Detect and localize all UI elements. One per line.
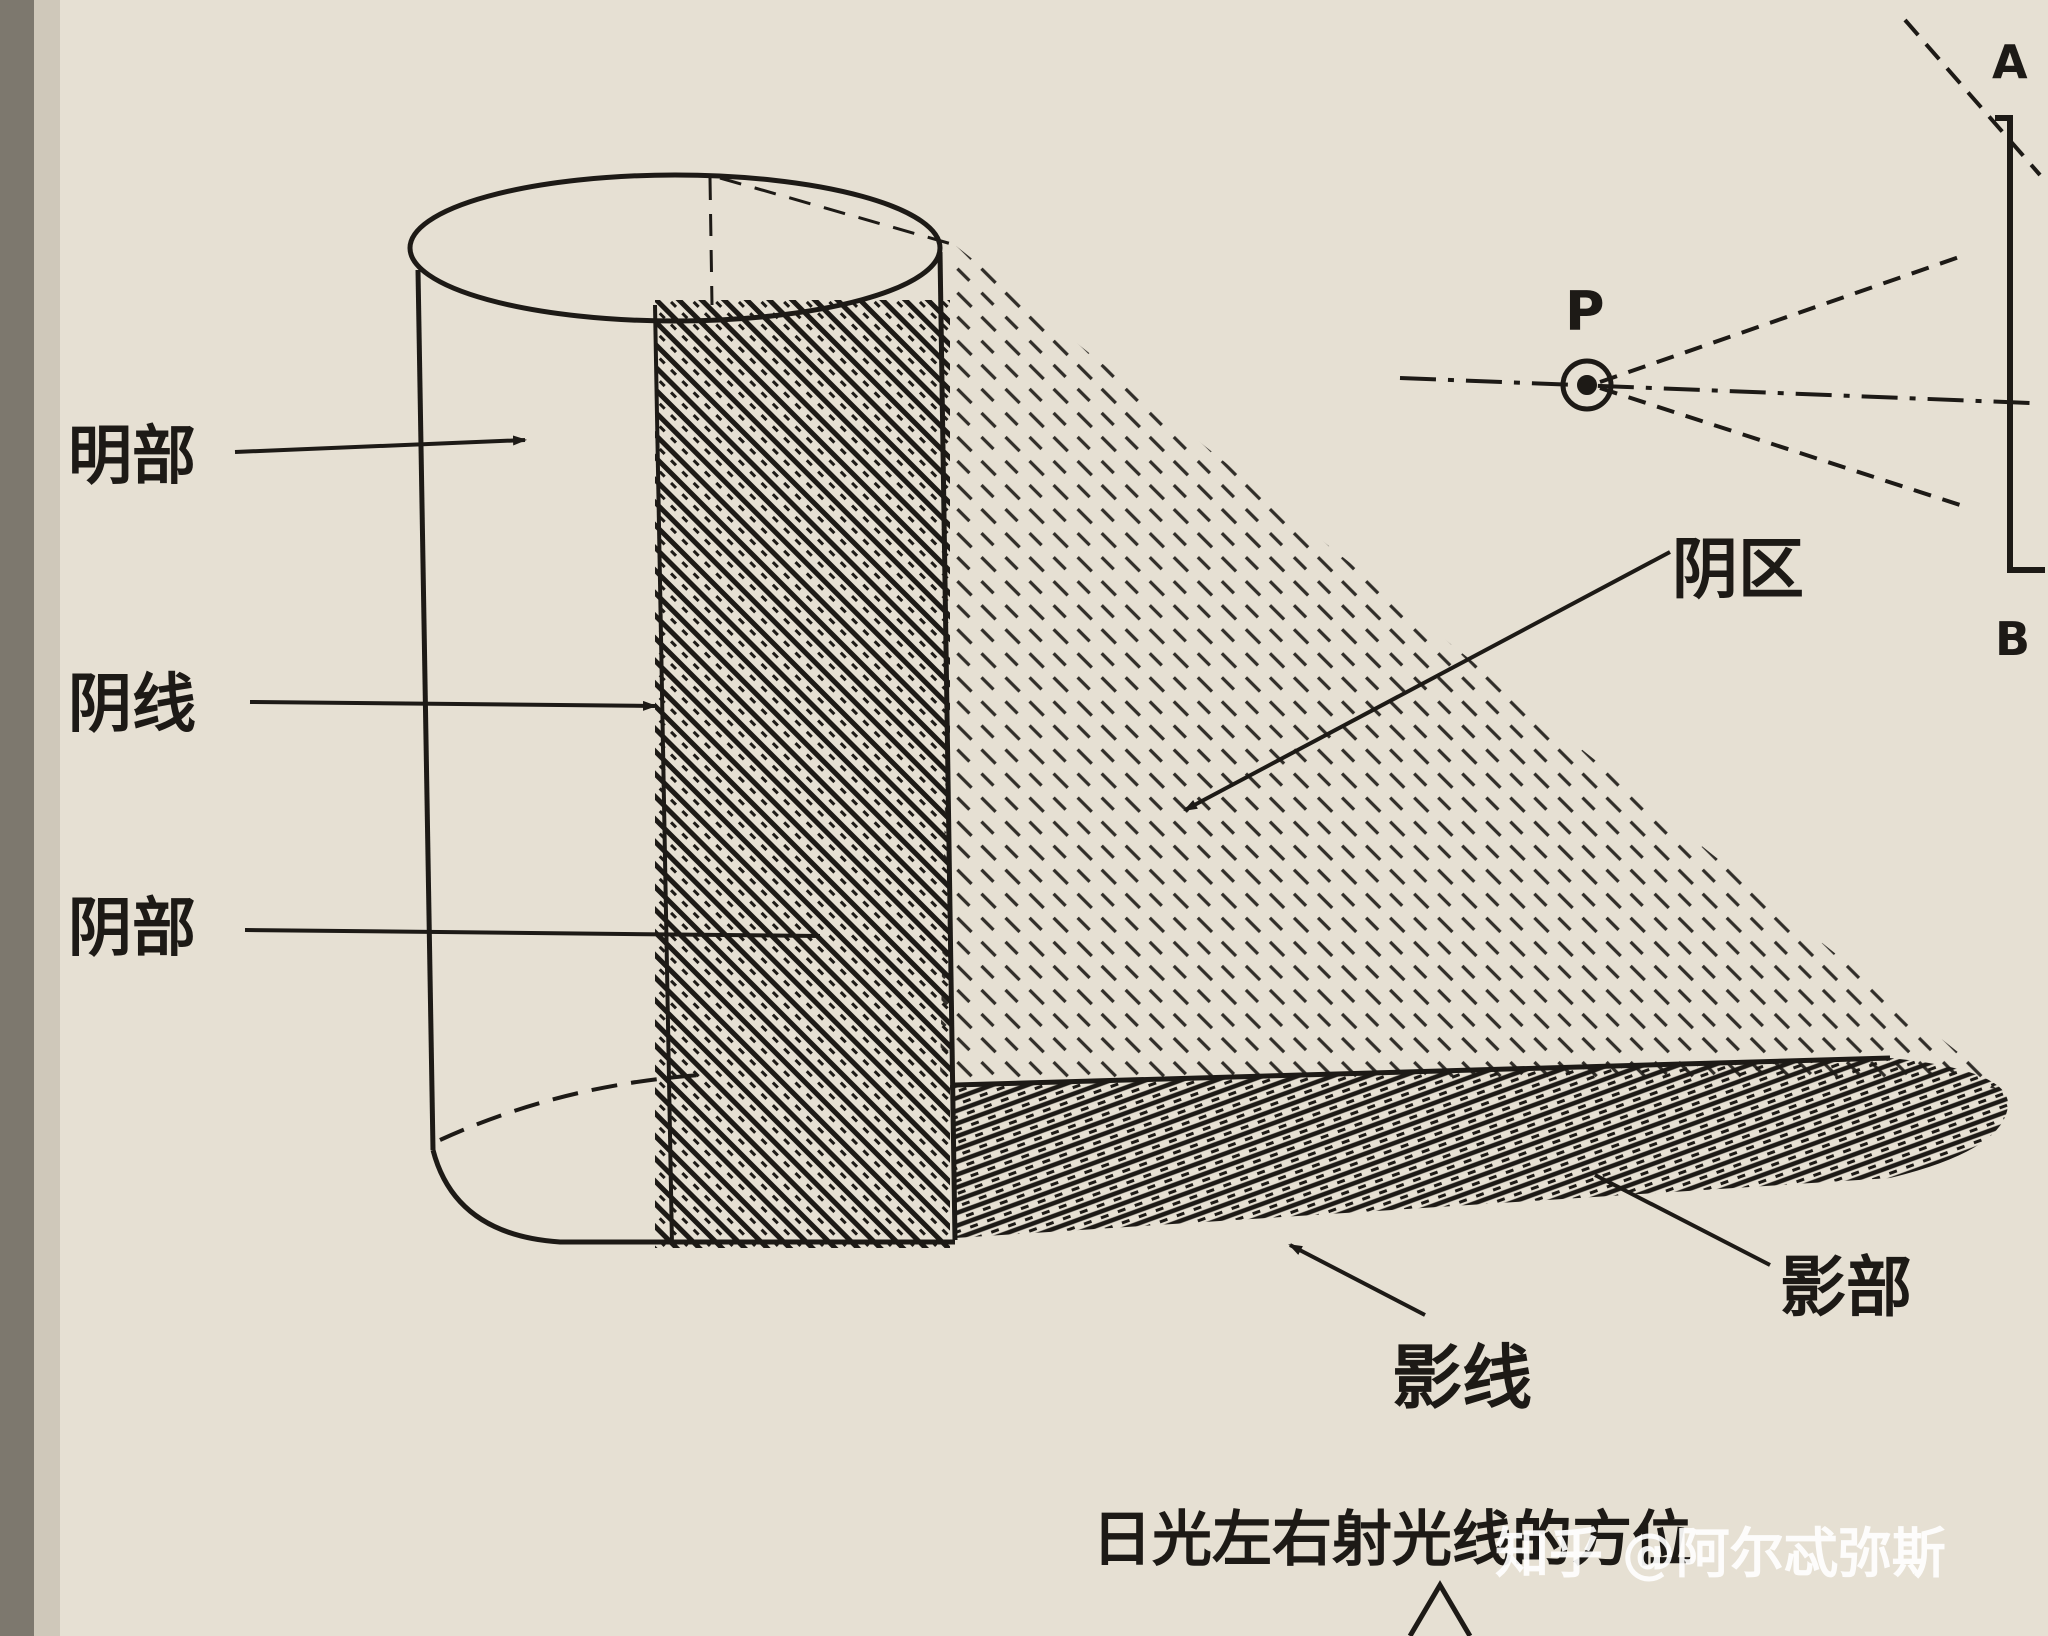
pointer-shade-part — [244, 928, 821, 938]
shadow-edge-line — [954, 1055, 1891, 1088]
watermark-text: 知乎 @阿尔忒弥斯 — [1495, 1522, 1946, 1585]
viewpoint-circle-inner — [1577, 375, 1597, 395]
label-point-b: B — [1995, 612, 2030, 666]
label-shadow-part: 影部 — [1780, 1249, 1912, 1326]
label-shade-part: 阴部 — [68, 892, 196, 966]
cylinder-right-edge — [937, 251, 958, 1241]
pointer-shade-line — [249, 700, 657, 711]
pointer-lit-part — [234, 435, 527, 454]
pointer-shadow-area — [1183, 550, 1671, 812]
figure-caption: 日光左右射光线的方位 — [1092, 1505, 1692, 1575]
cylinder-hidden-base — [439, 1073, 701, 1142]
shade-line-edge — [653, 304, 674, 1246]
pointer-shadow-part — [1594, 1173, 1771, 1267]
cylinder-top-ellipse — [407, 172, 943, 324]
shadow-area-region — [940, 245, 2005, 1090]
ground-shadow-strip — [950, 1058, 2009, 1238]
page-edge-fade — [34, 0, 60, 1636]
ray-center-line — [1399, 376, 2031, 405]
label-lit-part: 明部 — [68, 420, 196, 494]
cylinder-bottom-curve — [430, 1149, 955, 1245]
light-ray-dash — [719, 176, 956, 247]
caption-fragment — [1407, 1580, 1473, 1636]
pointer-shadow-line — [1288, 1243, 1426, 1317]
picture-plane-ab — [1995, 115, 2045, 573]
cylinder-outline — [407, 172, 958, 1246]
orientation-inset — [1399, 18, 2045, 573]
label-shadow-line: 影线 — [1392, 1337, 1532, 1419]
label-point-p: P — [1565, 280, 1605, 343]
label-shade-line: 阴线 — [68, 668, 196, 742]
label-shadow-area: 阴区 — [1672, 531, 1804, 608]
label-point-a: A — [1992, 35, 2028, 89]
page-edge-shadow — [0, 0, 34, 1636]
ray-top-line — [1903, 18, 2042, 177]
cylinder-axis-dash — [708, 177, 714, 306]
cylinder-shade-side — [655, 300, 950, 1248]
ray-upper-line — [1599, 253, 1966, 384]
cylinder-left-edge — [415, 269, 436, 1151]
viewpoint-circle-outer — [1560, 358, 1614, 412]
ray-lower-line — [1599, 386, 1961, 507]
label-pointers — [234, 435, 1771, 1317]
